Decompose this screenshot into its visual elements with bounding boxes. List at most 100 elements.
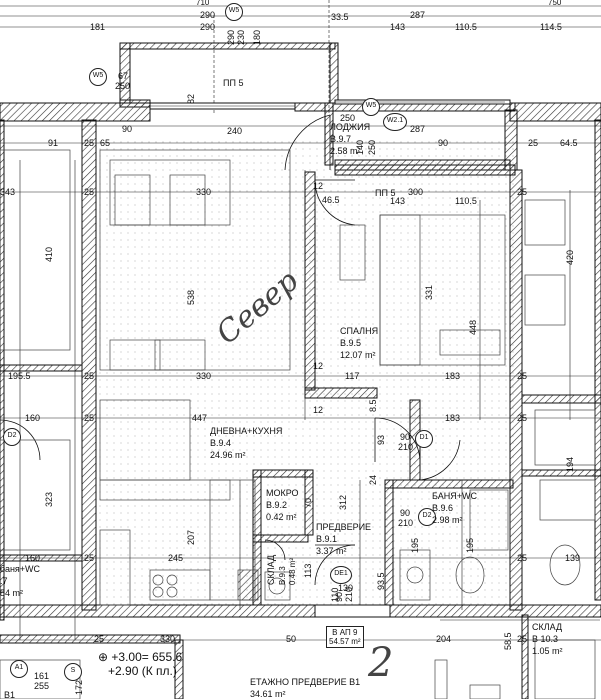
dim-25-b: 25 xyxy=(528,138,539,148)
room-logia-area: 2.58 m² xyxy=(330,146,361,156)
room-storage-name: СКЛАД xyxy=(266,554,276,585)
dim-160-b: 160 xyxy=(25,553,41,563)
room-storage-right-code: В 10.3 xyxy=(532,634,559,644)
dim-33-5: 33.5 xyxy=(331,12,349,22)
dim-58-5: 58.5 xyxy=(503,632,513,650)
handwritten-2: 2 xyxy=(368,640,394,686)
dim-210-d2: 210 xyxy=(398,518,414,528)
dim-210-d1: 210 xyxy=(398,442,414,452)
dim-113: 113 xyxy=(303,563,313,578)
dim-130: 130 xyxy=(338,583,354,593)
room-storage-area: 0.48 m² xyxy=(288,557,297,585)
dim-287-logia: 287 xyxy=(410,124,426,134)
room-wet-area: 0.42 m² xyxy=(266,512,297,522)
dim-538: 538 xyxy=(186,289,196,305)
dim-230: 230 xyxy=(236,29,246,45)
room-left-bath-code: .7 xyxy=(0,576,8,586)
dim-250-b: 250 xyxy=(367,139,377,155)
room-left-bath-name: баня+WC xyxy=(0,564,41,574)
room-bedroom-area: 12.07 m² xyxy=(340,350,376,360)
balcony-label-mid: ПП 5 xyxy=(375,188,396,198)
dim-64-5: 64.5 xyxy=(560,138,578,148)
room-living-area: 24.96 m² xyxy=(210,450,246,460)
dim-82: 82 xyxy=(186,93,196,104)
dim-12-b: 12 xyxy=(313,361,324,371)
dim-65: 65 xyxy=(100,138,111,148)
room-floor-hall-name: ЕТАЖНО ПРЕДВЕРИЕ В1 xyxy=(250,677,361,687)
dim-110-5-mid: 110.5 xyxy=(455,196,477,206)
dim-25-f: 25 xyxy=(84,553,95,563)
dim-330-a: 330 xyxy=(196,187,212,197)
room-living-name: ДНЕВНА+КУХНЯ xyxy=(210,426,283,436)
dim-448: 448 xyxy=(468,319,478,335)
dim-25-d: 25 xyxy=(84,371,95,381)
room-bath-code: В.9.6 xyxy=(432,503,454,513)
dim-25-j: 25 xyxy=(517,553,528,563)
dim-195-5: 195.5 xyxy=(8,371,31,381)
dim-117-a: 117 xyxy=(345,371,360,381)
dim-312: 312 xyxy=(338,494,348,510)
room-hall-code: В.9.1 xyxy=(316,534,338,544)
dim-250-a: 250 xyxy=(115,81,131,91)
marker-a1: A1 xyxy=(10,660,28,678)
door-marker-d2-left: D2 xyxy=(3,428,21,446)
dim-331: 331 xyxy=(424,284,434,300)
dim-50: 50 xyxy=(286,634,297,644)
dim-245: 245 xyxy=(168,553,184,563)
dim-8-5: 8.5 xyxy=(368,399,378,412)
dim-12-c: 12 xyxy=(313,405,324,415)
dim-290-a: 290 xyxy=(200,10,216,20)
label-b1: В1 xyxy=(4,690,16,700)
dim-410: 410 xyxy=(44,246,54,262)
room-bath-name: БАНЯ+WC xyxy=(432,491,477,501)
dim-290-b: 290 xyxy=(200,22,216,32)
dim-110-5-top: 110.5 xyxy=(455,22,477,32)
dim-143-mid: 143 xyxy=(390,196,406,206)
dim-181: 181 xyxy=(90,22,106,32)
dim-195-a: 195 xyxy=(410,537,420,553)
dim-91: 91 xyxy=(48,138,59,148)
room-bath-area: 2.98 m² xyxy=(432,515,463,525)
dim-46-5: 46.5 xyxy=(322,195,340,205)
dim-447: 447 xyxy=(192,413,208,423)
furniture xyxy=(0,149,596,699)
elevation-mark-2: +2.90 (К пл.) xyxy=(108,664,177,678)
dim-194: 194 xyxy=(565,456,575,472)
room-floor-hall-area: 34.61 m² xyxy=(250,689,286,699)
dim-93: 93 xyxy=(376,434,386,445)
dim-204: 204 xyxy=(436,634,452,644)
dim-25-a: 25 xyxy=(84,138,95,148)
window-marker-w5-mid: W5 xyxy=(362,98,380,116)
dim-93-5: 93.5 xyxy=(376,572,386,590)
dim-25-i: 25 xyxy=(517,413,528,423)
dim-25-c: 25 xyxy=(84,187,95,197)
dim-330-c: 330 xyxy=(160,634,176,644)
dim-90-de1: 90 xyxy=(334,591,344,602)
dim-12-a: 12 xyxy=(313,181,324,191)
dim-250-logia: 250 xyxy=(340,113,356,123)
dim-70: 70 xyxy=(303,497,313,508)
apartment-box-code: В АП 9 xyxy=(332,628,358,637)
window-marker-w2-1: W2.1 xyxy=(383,113,407,131)
marker-s: S xyxy=(64,663,82,681)
room-storage-code: В.9.3 xyxy=(278,566,287,585)
dim-90-a: 90 xyxy=(122,124,133,134)
dim-161: 161 xyxy=(34,671,50,681)
dim-139: 139 xyxy=(565,553,581,563)
dim-90-d2: 90 xyxy=(400,508,411,518)
elevation-mark-1: ⊕ +3.00= 655.6 xyxy=(98,650,183,664)
room-bedroom-code: В.9.5 xyxy=(340,338,362,348)
dim-710: 710 xyxy=(196,0,210,7)
dim-290-v: 290 xyxy=(226,29,236,45)
dim-180: 180 xyxy=(252,29,262,45)
apartment-box-area: 54.57 m² xyxy=(329,637,361,646)
dim-172: 172 xyxy=(74,679,84,695)
room-storage-right-area: 1.05 m² xyxy=(532,646,563,656)
window-marker-w5-left: W5 xyxy=(89,68,107,86)
dim-114-5: 114.5 xyxy=(540,22,562,32)
room-wet-code: В.9.2 xyxy=(266,500,288,510)
dim-67: 67 xyxy=(118,71,129,81)
elevation-value-1: +3.00= 655.6 xyxy=(111,650,183,664)
dim-323: 323 xyxy=(44,491,54,507)
dim-207: 207 xyxy=(186,529,196,545)
